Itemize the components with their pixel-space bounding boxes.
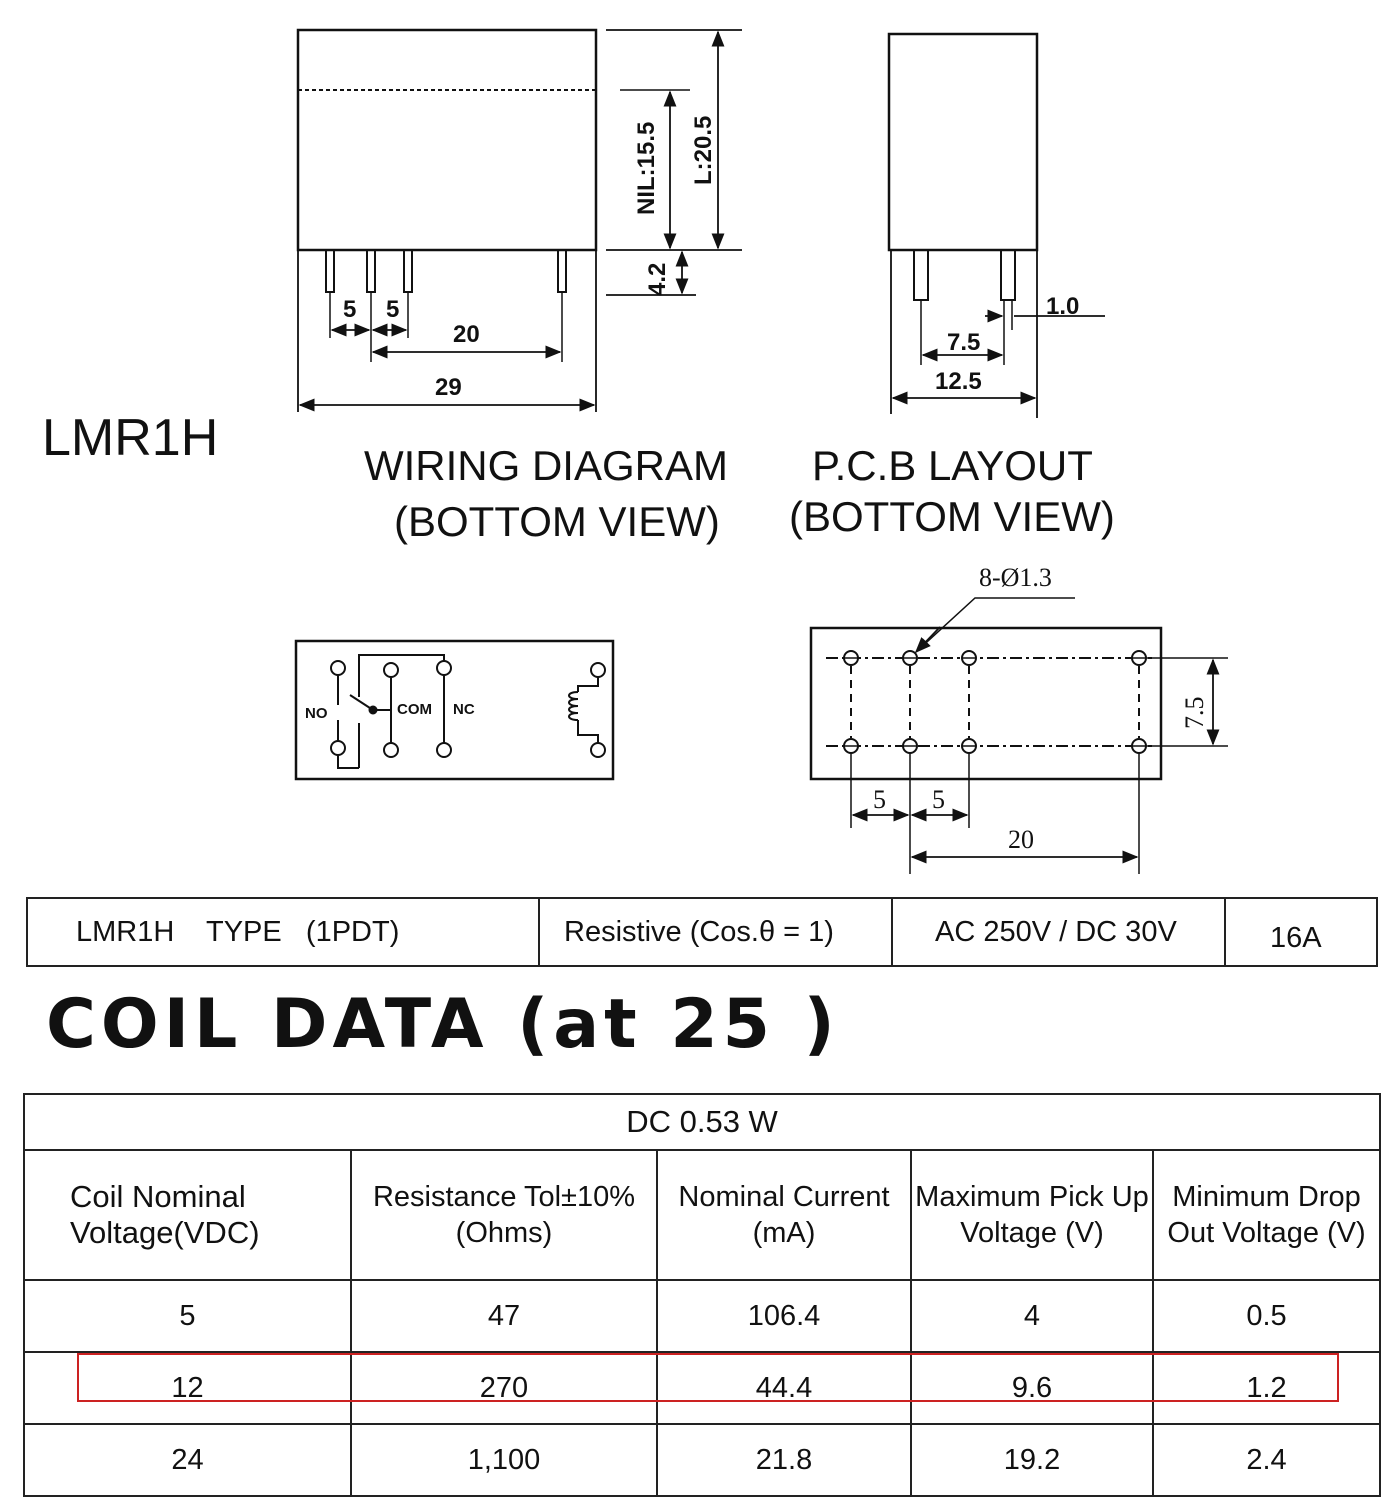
pcb-layout: [809, 597, 1228, 874]
cell-voltage: 5: [23, 1279, 352, 1353]
dim-row-pitch-label: 7.5: [947, 329, 980, 356]
dim-nil-label: NIL:15.5: [633, 122, 660, 215]
header-nominal-voltage: Coil Nominal Voltage(VDC): [23, 1149, 352, 1281]
dim-length-label: L:20.5: [690, 116, 717, 185]
table-row: 24 1,100 21.8 19.2 2.4: [23, 1423, 1382, 1497]
pcb-row-pitch-label: 7.5: [1180, 697, 1209, 730]
dim-pin-width-label: 1.0: [1046, 293, 1079, 320]
cell-resistance: 1,100: [350, 1423, 658, 1497]
voltage-rating-cell: AC 250V / DC 30V: [891, 897, 1226, 967]
relay-front-view: [296, 28, 742, 412]
side-dimension-lines: [891, 309, 1105, 405]
current-rating-cell: 16A: [1224, 897, 1378, 967]
header-dropout-voltage: Minimum Drop Out Voltage (V): [1151, 1149, 1382, 1281]
dim-width-label: 29: [435, 374, 462, 401]
no-contact-label: NO: [305, 705, 328, 722]
dim-depth-label: 12.5: [935, 368, 982, 395]
wiring-diagram: [294, 639, 615, 781]
com-contact-label: COM: [397, 701, 432, 718]
relay-type-cell: LMR1H TYPE (1PDT): [26, 897, 540, 967]
front-dimension-lines: [298, 30, 725, 412]
cell-pickup: 19.2: [910, 1423, 1154, 1497]
cell-pickup: 4: [910, 1279, 1154, 1353]
pcb-layout-subcaption: (BOTTOM VIEW): [789, 493, 1115, 540]
dim-span-label: 20: [453, 321, 480, 348]
hole-spec-label: 8-Ø1.3: [979, 563, 1052, 592]
pcb-dimension-lines: [851, 626, 1220, 864]
cell-current: 44.4: [656, 1351, 912, 1425]
highlight-box: [77, 1353, 1339, 1402]
cell-resistance: 270: [350, 1351, 658, 1425]
pcb-pitch-a-label: 5: [873, 785, 886, 814]
cell-current: 106.4: [656, 1279, 912, 1353]
pcb-pitch-b-label: 5: [932, 785, 945, 814]
model-name: LMR1H: [42, 409, 218, 467]
nc-contact-label: NC: [453, 701, 475, 718]
coil-data-title: COIL DATA (at 25 ): [46, 985, 840, 1064]
cell-current: 21.8: [656, 1423, 912, 1497]
coil-power-header: DC 0.53 W: [22, 1093, 1382, 1151]
dim-pin-length-label: 4.2: [644, 263, 671, 296]
dim-pitch-b-label: 5: [386, 296, 399, 323]
wiring-diagram-caption: WIRING DIAGRAM: [364, 442, 728, 489]
cell-dropout: 2.4: [1151, 1423, 1382, 1497]
rating-table: LMR1H TYPE (1PDT) Resistive (Cos.θ = 1) …: [26, 897, 1378, 967]
cell-dropout: 0.5: [1151, 1279, 1382, 1353]
relay-side-view: [887, 32, 1039, 418]
load-type-cell: Resistive (Cos.θ = 1): [538, 897, 893, 967]
header-nominal-current: Nominal Current (mA): [656, 1149, 912, 1281]
pcb-span-label: 20: [1008, 825, 1034, 854]
dim-pitch-a-label: 5: [343, 296, 356, 323]
header-pickup-voltage: Maximum Pick Up Voltage (V): [910, 1149, 1154, 1281]
pcb-layout-caption: P.C.B LAYOUT: [812, 442, 1093, 489]
header-resistance: Resistance Tol±10%(Ohms): [350, 1149, 658, 1281]
wiring-diagram-subcaption: (BOTTOM VIEW): [394, 498, 720, 545]
table-row: 12 270 44.4 9.6 1.2: [23, 1351, 1382, 1425]
table-row: 5 47 106.4 4 0.5: [23, 1279, 1382, 1353]
cell-voltage: 24: [23, 1423, 352, 1497]
coil-data-table: DC 0.53 W Coil Nominal Voltage(VDC) Resi…: [22, 1093, 1382, 1497]
technical-drawing: NIL:15.5 L:20.5 4.2 5 5 20 29 1.0 7.5 12…: [42, 28, 1228, 874]
cell-resistance: 47: [350, 1279, 658, 1353]
